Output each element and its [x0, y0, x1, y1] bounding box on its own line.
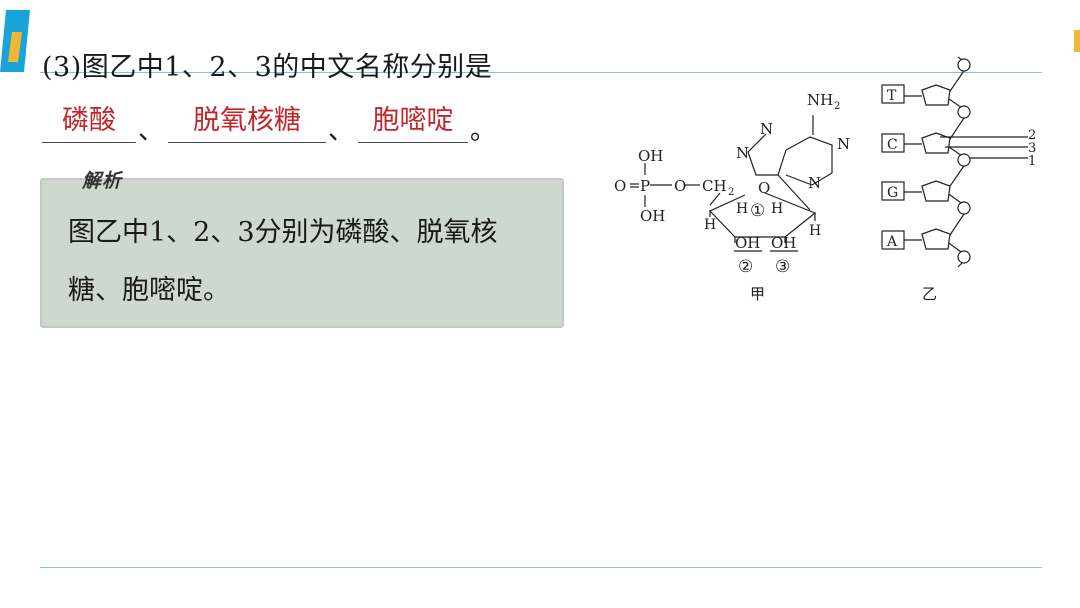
figure-jia-labels: NH 2 N N N N OH O P O CH 2 OH O H H ① H …	[614, 91, 850, 303]
circle-3-label: ③	[775, 257, 790, 277]
answer-blank-2: 脱氧核糖	[168, 100, 326, 143]
answer-3: 胞嘧啶	[372, 105, 454, 136]
corner-accent	[1074, 30, 1080, 52]
p-label: P	[640, 177, 650, 195]
sugar-pentagon-1	[921, 84, 951, 106]
n-bottom-label: N	[808, 174, 821, 192]
sugar-pentagon-3	[921, 180, 951, 202]
analysis-text: 图乙中1、2、3分别为磷酸、脱氧核糖、胞嘧啶。	[68, 217, 498, 306]
n-right-label: N	[837, 135, 850, 153]
o-left-label: O	[614, 177, 626, 195]
oh-bottom-label: OH	[640, 207, 665, 225]
oh-1-label: OH	[735, 234, 760, 252]
phosphate-circle-1	[957, 58, 971, 72]
circle-1-label: ①	[750, 201, 765, 221]
h-left-2: H	[704, 230, 705, 232]
phosphate-circle-3	[957, 153, 971, 167]
figure-jia	[630, 115, 833, 252]
ring-o-label: O	[758, 179, 770, 197]
phosphate-circle-4	[957, 201, 971, 215]
label-2: 2	[1028, 128, 1036, 143]
figure-yi-labels: T C G A 2 3 1 乙	[886, 88, 1036, 303]
h-inner-1: H	[736, 201, 748, 217]
label-3: 3	[1028, 141, 1036, 156]
phosphate-circle-2	[957, 105, 971, 119]
answer-row: 磷酸 、 脱氧核糖 、 胞嘧啶 。	[42, 100, 512, 146]
base-g: G	[887, 185, 898, 201]
top-rule	[40, 72, 1042, 73]
circle-2-label: ②	[738, 257, 753, 277]
base-t: T	[887, 88, 897, 104]
caption-jia: 甲	[750, 285, 765, 303]
nh2-subscript: 2	[834, 101, 840, 112]
answer-1: 磷酸	[62, 105, 116, 136]
question-text: (3)图乙中1、2、3的中文名称分别是	[42, 52, 493, 83]
n-top-label: N	[760, 120, 773, 138]
answer-2: 脱氧核糖	[193, 105, 301, 136]
oh-2-label: OH	[771, 234, 796, 252]
oh-top-label: OH	[638, 147, 663, 165]
analysis-label: 解析	[82, 170, 123, 192]
base-c: C	[887, 137, 898, 153]
separator-1: 、	[138, 116, 165, 146]
h-inner-2: H	[771, 201, 783, 217]
base-a: A	[886, 234, 898, 250]
ch2-label: CH	[702, 177, 727, 195]
bottom-rule	[40, 567, 1042, 568]
caption-yi: 乙	[922, 285, 937, 303]
answer-blank-1: 磷酸	[42, 100, 136, 143]
phosphate-circle-5	[957, 250, 971, 264]
figure-yi	[881, 56, 1028, 268]
ch2-subscript: 2	[728, 187, 734, 198]
label-1: 1	[1028, 154, 1036, 169]
corner-decoration	[0, 10, 30, 72]
separator-2: 、	[328, 116, 355, 146]
nucleotide-figure: NH 2 N N N N OH O P O CH 2 OH O H H ① H …	[614, 56, 1036, 303]
h-right: H	[809, 223, 821, 239]
h-left-1: H	[704, 217, 716, 233]
end-mark: 。	[470, 116, 497, 146]
n-left-label: N	[736, 144, 749, 162]
sugar-pentagon-4	[921, 228, 951, 250]
analysis-box	[40, 178, 564, 328]
nh2-label: NH	[807, 91, 833, 109]
sugar-pentagon-2	[921, 132, 951, 154]
answer-blank-3: 胞嘧啶	[358, 100, 468, 143]
o-mid-label: O	[674, 177, 686, 195]
